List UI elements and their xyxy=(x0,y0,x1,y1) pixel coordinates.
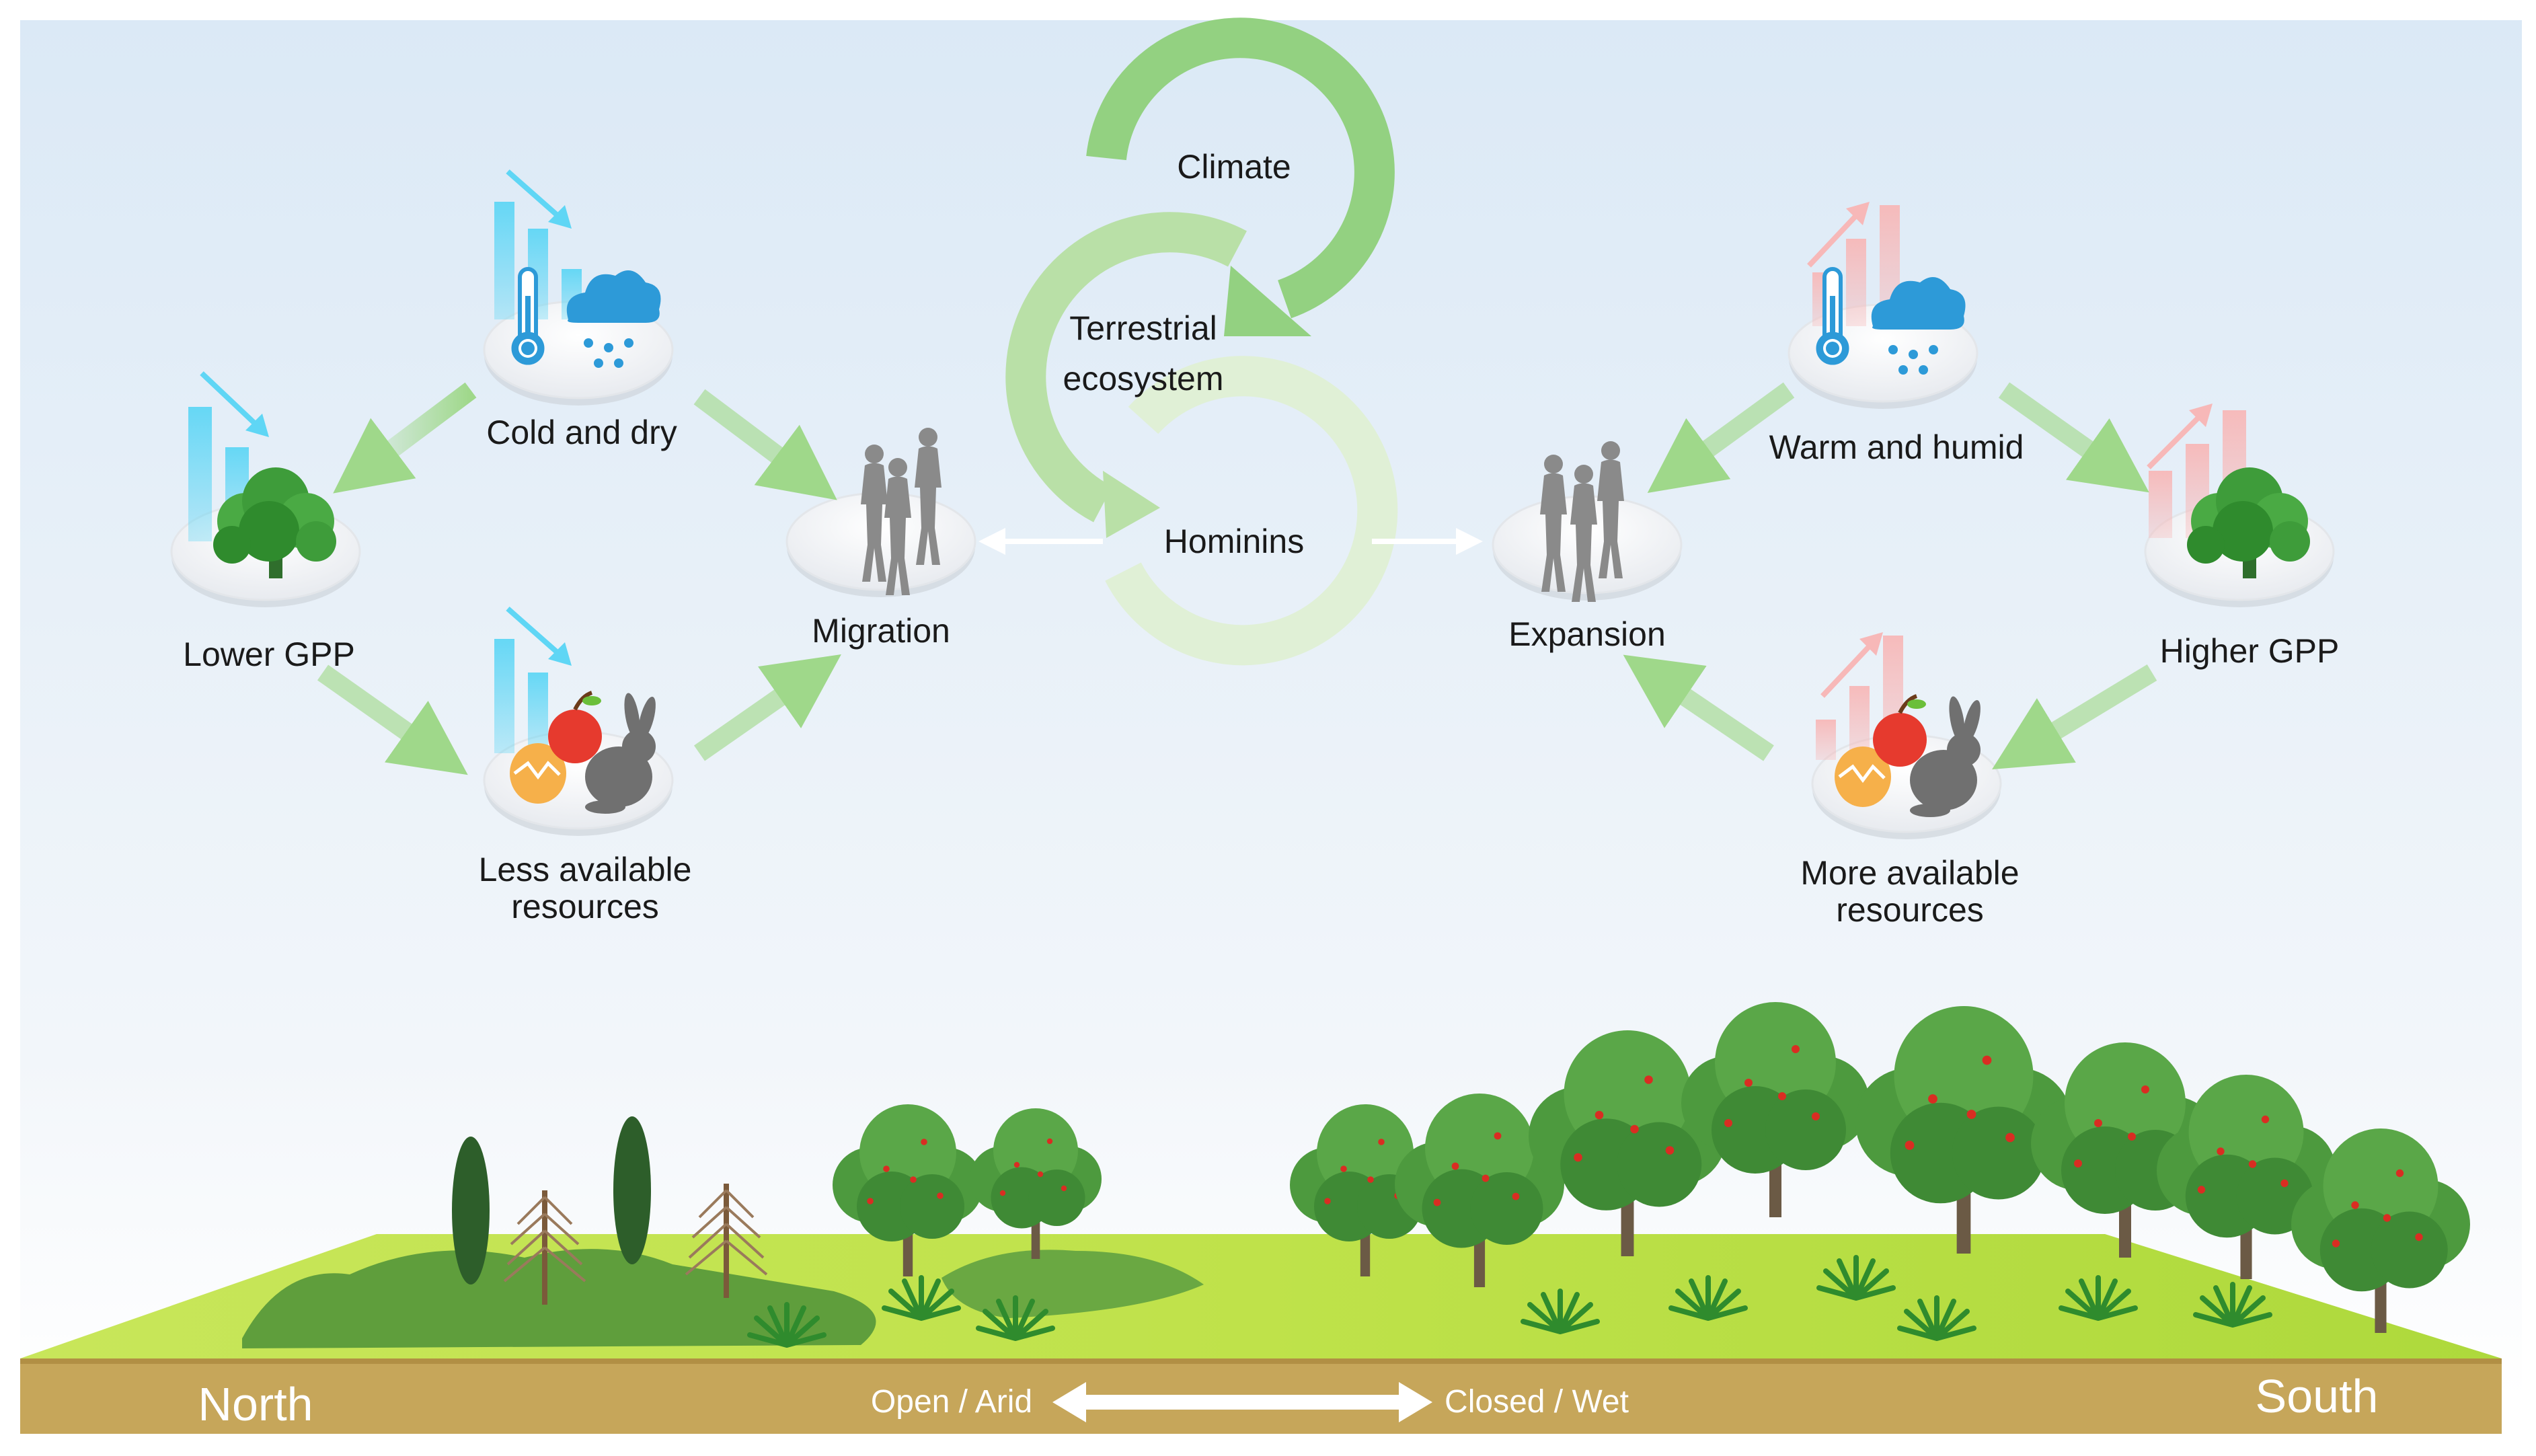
trend-arrow-icon xyxy=(1820,632,1883,698)
cold-dry-label: Cold and dry xyxy=(486,414,677,451)
trend-arrow-icon xyxy=(506,607,572,666)
migration-label: Migration xyxy=(812,612,950,650)
trend-arrow-icon xyxy=(506,169,572,229)
trend-arrow-icon xyxy=(2147,404,2213,469)
closed-wet-label: Closed / Wet xyxy=(1445,1384,1629,1420)
ecosystem-loop xyxy=(1005,212,1247,538)
more-resources-label-1: More available xyxy=(1800,854,2019,892)
hominins-label: Hominins xyxy=(1164,523,1304,560)
left-flow-arrows xyxy=(317,382,841,775)
expansion-node: Expansion xyxy=(1492,441,1683,653)
less-resources-label-2: resources xyxy=(511,888,659,925)
warm-humid-node: Warm and humid xyxy=(1769,202,2024,466)
north-vegetation xyxy=(242,1116,1204,1348)
climate-loop xyxy=(1086,17,1395,336)
lower-gpp-node: Lower GPP xyxy=(170,371,361,673)
open-arid-label: Open / Arid xyxy=(871,1384,1032,1420)
feedback-cycle: Climate Terrestrial ecosystem Hominins xyxy=(1005,17,1398,666)
expansion-label: Expansion xyxy=(1508,615,1666,653)
trend-arrow-icon xyxy=(200,371,269,437)
trend-arrow-icon xyxy=(1807,202,1870,268)
more-resources-label-2: resources xyxy=(1836,891,1984,929)
hominins-loop xyxy=(1105,356,1398,666)
less-resources-node: Less available resources xyxy=(479,607,692,925)
lower-gpp-label: Lower GPP xyxy=(183,636,355,673)
south-label: South xyxy=(2256,1370,2379,1422)
bar-chart-icon xyxy=(494,639,548,753)
climate-label: Climate xyxy=(1177,148,1291,186)
gradient-double-arrow xyxy=(1052,1382,1432,1422)
less-resources-label-1: Less available xyxy=(479,851,692,888)
migration-node: Migration xyxy=(785,428,976,650)
warm-humid-label: Warm and humid xyxy=(1769,428,2024,466)
right-flow-arrows xyxy=(1623,382,2157,769)
terrestrial-label: Terrestrial xyxy=(1069,309,1217,347)
cold-dry-node: Cold and dry xyxy=(483,169,677,451)
north-label: North xyxy=(198,1378,313,1430)
higher-gpp-node: Higher GPP xyxy=(2144,404,2340,670)
more-resources-node: More available resources xyxy=(1800,632,2020,929)
higher-gpp-label: Higher GPP xyxy=(2160,632,2340,670)
ecosystem-label: ecosystem xyxy=(1063,360,1224,397)
